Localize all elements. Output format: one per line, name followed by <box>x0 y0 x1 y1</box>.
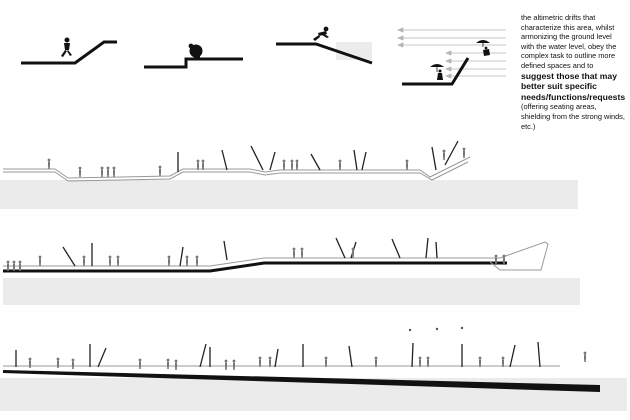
walking-person-icon <box>61 37 72 57</box>
section-1 <box>0 140 578 209</box>
section-3 <box>0 326 627 411</box>
umbrella-person-icon <box>430 40 490 80</box>
ground-band <box>0 180 578 209</box>
ground-band <box>3 278 580 305</box>
crouching-person-icon <box>188 43 203 59</box>
caption-text-end: (offering seating areas, shielding from … <box>521 102 625 131</box>
caption-text: the altimetric drifts that characterize … <box>521 13 617 70</box>
ramp-figure <box>21 37 117 65</box>
section-2 <box>3 237 580 305</box>
caption-emphasis: suggest those that may better suit speci… <box>521 70 626 102</box>
ground-band <box>0 378 627 411</box>
step-figure <box>144 43 243 69</box>
wind-shelter-figure <box>396 27 506 86</box>
running-person-icon <box>313 26 329 41</box>
slope-figure <box>276 26 373 65</box>
design-caption: the altimetric drifts that characterize … <box>521 13 625 131</box>
